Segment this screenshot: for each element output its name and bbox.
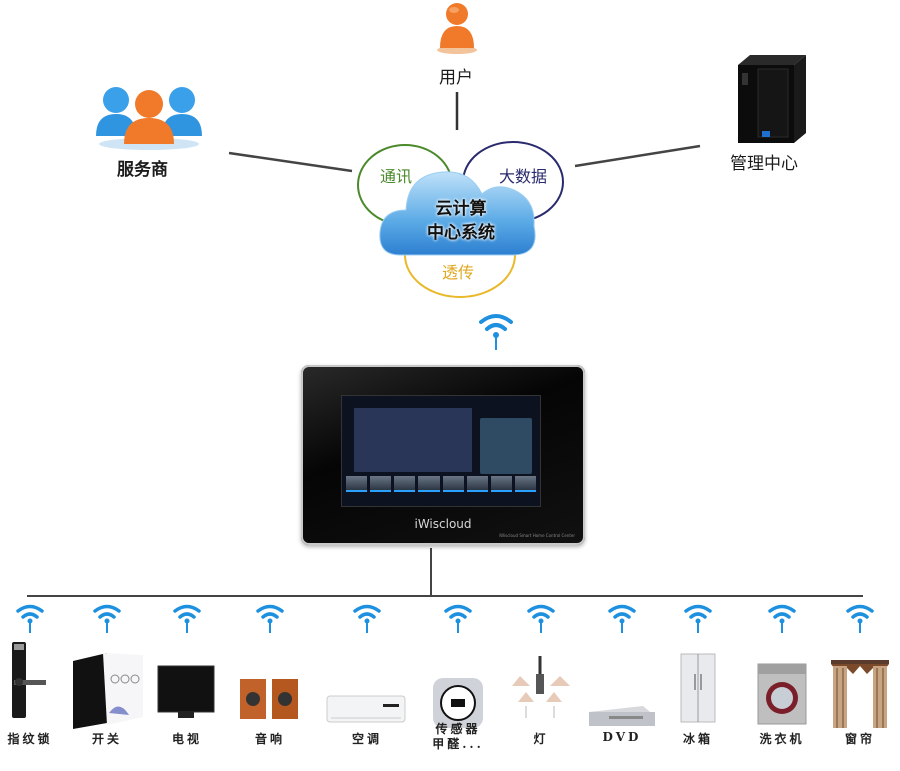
device-label: 洗衣机 xyxy=(759,732,805,746)
wifi-icon xyxy=(256,604,284,633)
control-hub-tablet: iWiscloud iWiscloud Smart Home Control C… xyxy=(301,365,585,545)
cloud-icon xyxy=(379,171,536,256)
device-label: 音响 xyxy=(254,732,285,746)
person-icon xyxy=(437,3,477,54)
hub-wifi-icon xyxy=(479,314,513,350)
provider-label: 服务商 xyxy=(117,160,168,180)
screen-button-row xyxy=(346,476,536,492)
sensor-icon xyxy=(433,678,483,728)
cloud-title-line2: 中心系统 xyxy=(427,223,495,243)
ring-label-big-data: 大数据 xyxy=(499,167,548,186)
management-label: 管理中心 xyxy=(730,154,798,174)
tv-icon xyxy=(157,665,215,718)
curtain-icon xyxy=(831,660,889,728)
fridge-icon xyxy=(680,653,716,723)
dvd-icon xyxy=(589,706,655,726)
screen-info-panel xyxy=(354,408,472,472)
fingerprint-lock-icon xyxy=(12,642,46,718)
ring-label-communication: 通讯 xyxy=(380,167,413,186)
washing-machine-icon xyxy=(757,663,807,725)
device-label: 开关 xyxy=(91,732,122,746)
device-label: 冰箱 xyxy=(682,732,713,746)
cloud-title-line1: 云计算 xyxy=(435,199,487,219)
wifi-icon xyxy=(353,604,381,633)
switch-icon xyxy=(73,653,143,729)
line-management-cloud xyxy=(574,144,701,168)
wifi-icon xyxy=(684,604,712,633)
hub-subtitle: iWiscloud Smart Home Control Center xyxy=(499,533,575,538)
ring-label-transmission: 透传 xyxy=(442,263,475,282)
wifi-icon xyxy=(173,604,201,633)
hub-brand: iWiscloud xyxy=(414,517,472,531)
group-icon xyxy=(96,87,202,150)
air-conditioner-icon xyxy=(326,695,406,723)
device-label: 指纹锁 xyxy=(7,732,53,746)
device-label: 窗帘 xyxy=(844,732,875,746)
device-label-line2: 甲醛... xyxy=(432,737,484,751)
user-label: 用户 xyxy=(439,68,473,88)
device-label: 灯 xyxy=(533,732,549,746)
wifi-icon xyxy=(16,604,44,633)
wifi-icon xyxy=(768,604,796,633)
wifi-icon xyxy=(93,604,121,633)
device-label: DVD xyxy=(602,730,642,744)
line-provider-cloud xyxy=(228,151,353,173)
speaker-icon xyxy=(240,679,298,719)
wifi-icon xyxy=(608,604,636,633)
device-label: 电视 xyxy=(171,732,202,746)
device-label-line1: 传感器 xyxy=(435,722,481,736)
server-icon xyxy=(738,55,806,143)
wifi-icon xyxy=(444,604,472,633)
device-label: 空调 xyxy=(351,732,382,746)
tablet-screen xyxy=(341,395,541,507)
screen-side-panel xyxy=(480,418,532,474)
wifi-icon xyxy=(846,604,874,633)
device-label: 传感器甲醛... xyxy=(418,722,498,752)
lamp-icon xyxy=(512,656,570,718)
wifi-icon xyxy=(527,604,555,633)
